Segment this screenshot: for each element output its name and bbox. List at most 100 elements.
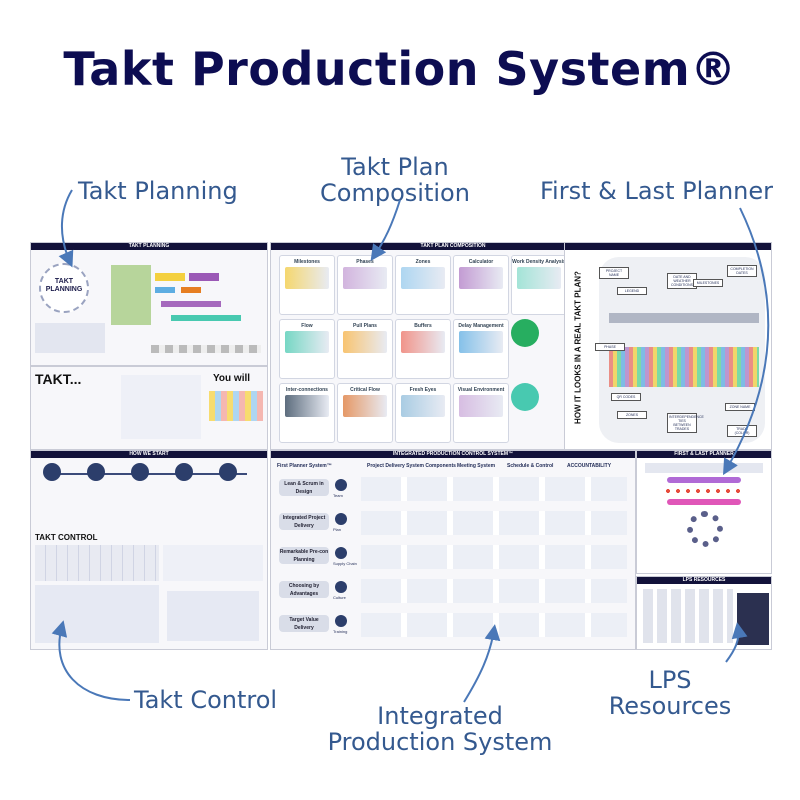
callout-lps-line1: LPS	[648, 666, 692, 694]
composition-tile-label: Flow	[301, 323, 313, 329]
callout-takt-control: Takt Control	[134, 686, 278, 714]
ips-panel: INTEGRATED PRODUCTION CONTROL SYSTEM™ Fi…	[270, 450, 636, 650]
ips-row-pill: Lean & Scrum in Design	[279, 479, 329, 496]
you-will-heading: You will	[213, 373, 251, 384]
composition-tile-image	[285, 267, 329, 289]
callout-lps-line2: Resources	[608, 692, 732, 720]
ips-header: INTEGRATED PRODUCTION CONTROL SYSTEM™	[271, 451, 635, 458]
composition-tile-label: Work Density Analysis	[512, 259, 566, 265]
composition-tile-label: Calculator	[468, 259, 494, 265]
composition-tile: Work Density Analysis	[511, 255, 567, 315]
composition-tile-label: Visual Environment	[457, 387, 505, 393]
composition-tile-label: Pull Plans	[353, 323, 377, 329]
callout-lps-resources: LPS Resources	[600, 667, 740, 719]
page-title: Takt Production System®	[63, 42, 737, 96]
ips-column-header: First Planner System™	[277, 463, 332, 469]
plan-callout-label: COMPLETION DATES	[727, 265, 757, 277]
callout-first-last-planner: First & Last Planner	[540, 177, 774, 205]
callout-ips-line2: Production System	[327, 728, 553, 756]
ips-row-icon-label: Team	[333, 493, 343, 498]
takt-planning-chart	[111, 265, 261, 357]
arrow-takt-control	[51, 620, 131, 701]
composition-tile: Delay Management	[453, 319, 509, 379]
arrow-lps	[725, 622, 748, 663]
composition-tile-image	[459, 395, 503, 417]
plan-callout-label: TRADE (COLOR)	[727, 425, 757, 437]
takt-heading: TAKT...	[35, 371, 82, 387]
composition-tile-image	[343, 331, 387, 353]
composition-tile: Fresh Eyes	[395, 383, 451, 443]
ips-row-pill: Target Value Delivery	[279, 615, 329, 632]
composition-tile	[511, 319, 539, 347]
plan-callout-label: PROJECT NAME	[599, 267, 629, 279]
callout-takt-planning: Takt Planning	[78, 177, 238, 205]
lps-resources-header: LPS RESOURCES	[637, 577, 771, 584]
how-we-start-header: HOW WE START	[31, 451, 267, 458]
callout-plan-composition-line2: Composition	[320, 179, 470, 207]
composition-tile: Zones	[395, 255, 451, 315]
takt-planning-notes	[35, 323, 105, 353]
plan-callout-label: LEGEND	[617, 287, 647, 295]
plan-callout-label: ZONES	[617, 411, 647, 419]
callout-ips-line1: Integrated	[377, 702, 503, 730]
how-we-start-panel: HOW WE START TAKT CONTROL	[30, 450, 268, 650]
ips-row-icon	[335, 547, 347, 559]
takt-planning-circle-label: TAKT PLANNING	[45, 278, 83, 293]
ips-column-header: Schedule & Control	[507, 463, 554, 469]
plan-callout-label: MILESTONES	[693, 279, 723, 287]
takt-intro-panel: TAKT... You will	[30, 366, 268, 450]
composition-tile: Pull Plans	[337, 319, 393, 379]
ips-row-content	[361, 477, 627, 501]
composition-tile-image	[343, 395, 387, 417]
arrow-first-last	[722, 207, 770, 476]
composition-tile-label: Buffers	[414, 323, 432, 329]
composition-tile: Inter-connections	[279, 383, 335, 443]
composition-tile-label: Phases	[356, 259, 374, 265]
composition-tile: Milestones	[279, 255, 335, 315]
arrow-composition	[370, 199, 401, 261]
ips-column-header: ACCOUNTABILITY	[567, 463, 612, 469]
ips-row-content	[361, 511, 627, 535]
real-takt-plan-panel: HOW IT LOOKS IN A REAL TAKT PLAN? PROJEC…	[564, 242, 772, 450]
composition-tile-image	[343, 267, 387, 289]
composition-tile-image	[459, 331, 503, 353]
composition-tile: Flow	[279, 319, 335, 379]
callout-plan-composition: Takt Plan Composition	[310, 154, 480, 206]
plan-callout-label: PHASE	[595, 343, 625, 351]
ips-column-header: Project Delivery System Components	[367, 463, 456, 469]
ips-row-pill: Choosing by Advantages	[279, 581, 329, 598]
composition-tile-label: Critical Flow	[350, 387, 380, 393]
ips-row-icon	[335, 581, 347, 593]
ips-row-pill: Remarkable Pre-con Planning	[279, 547, 329, 564]
composition-tile-image	[285, 395, 329, 417]
ips-row-icon	[335, 513, 347, 525]
composition-tile-label: Delay Management	[458, 323, 504, 329]
callout-integrated-production-system: Integrated Production System	[320, 703, 560, 755]
callout-plan-composition-line1: Takt Plan	[341, 153, 449, 181]
composition-tile-image	[285, 331, 329, 353]
composition-tile-label: Inter-connections	[286, 387, 328, 393]
composition-tile-label: Milestones	[294, 259, 320, 265]
lps-resources-panel: LPS RESOURCES	[636, 576, 772, 650]
composition-tile-image	[517, 267, 561, 289]
ips-row-icon-label: Training	[333, 629, 348, 634]
ips-row-icon	[335, 479, 347, 491]
real-takt-plan-bar	[565, 243, 771, 250]
ips-row-icon-label: Culture	[333, 595, 346, 600]
composition-tile: Visual Environment	[453, 383, 509, 443]
ips-column-header: Meeting System	[457, 463, 496, 469]
composition-tile-image	[401, 331, 445, 353]
composition-tile-image	[401, 267, 445, 289]
ips-row-icon	[335, 615, 347, 627]
takt-planning-header: TAKT PLANNING	[31, 243, 267, 250]
composition-tile-label: Fresh Eyes	[409, 387, 437, 393]
composition-tile: Buffers	[395, 319, 451, 379]
ips-row-icon-label: Supply Chain	[333, 561, 357, 566]
first-last-header: FIRST & LAST PLANNER	[637, 451, 771, 458]
plan-callout-label: INTERDEPENDENCE TIES BETWEEN TRADES	[667, 413, 704, 433]
composition-tile: Calculator	[453, 255, 509, 315]
ips-row-content	[361, 579, 627, 603]
composition-header: TAKT PLAN COMPOSITION	[271, 243, 635, 250]
plan-callout-label: QR CODES	[611, 393, 641, 401]
